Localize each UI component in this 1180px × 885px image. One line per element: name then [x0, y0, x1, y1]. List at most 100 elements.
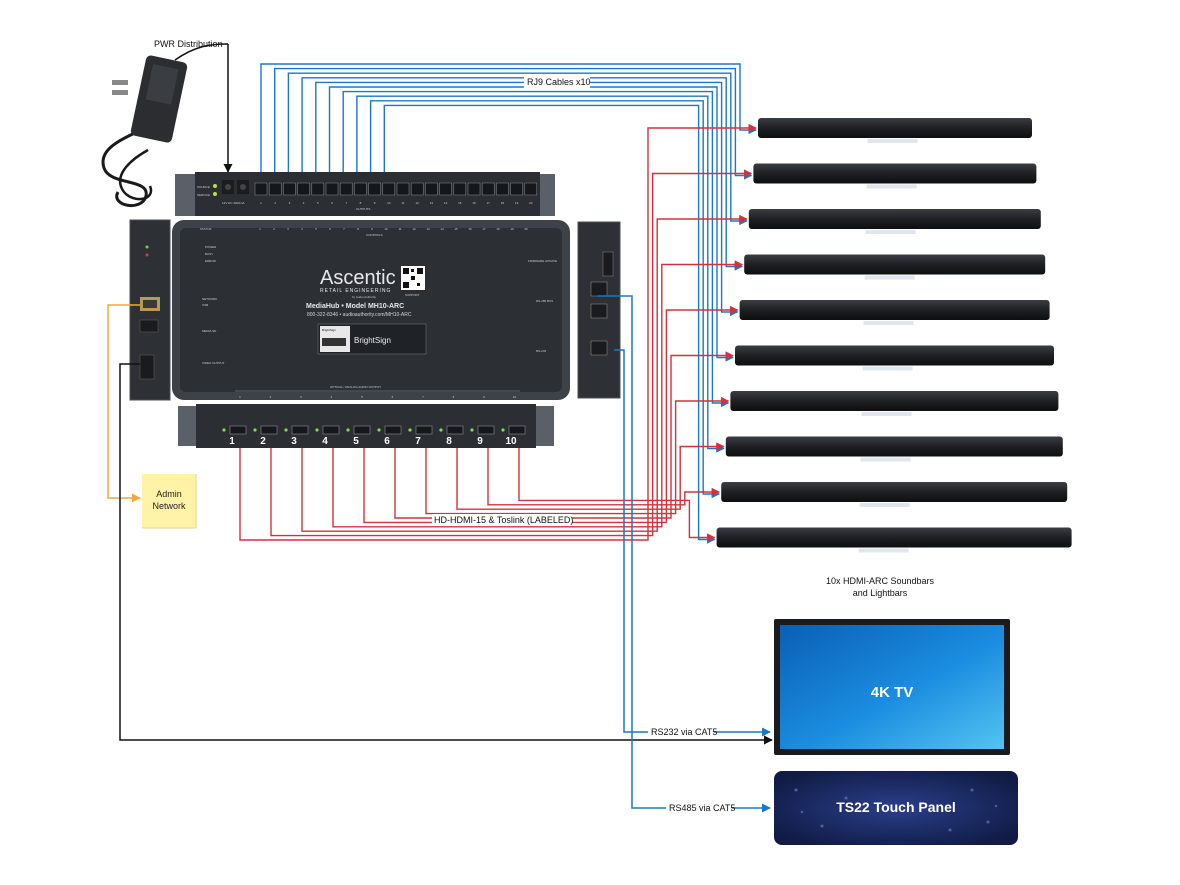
rj9-cable [383, 104, 716, 544]
hdmi-led [222, 428, 226, 432]
rj-port [368, 182, 381, 196]
brand-by-text: by Audio Authority [352, 295, 377, 299]
rj-port-number: 13 [430, 201, 434, 205]
audio-output-number: 1 [239, 395, 241, 399]
controls-number: 3 [287, 227, 289, 231]
soundbar [753, 163, 1037, 189]
controls-number: 11 [398, 227, 401, 231]
soundbar-body [730, 391, 1059, 411]
hdmi-cable [425, 396, 730, 515]
rj9-cable [301, 77, 744, 271]
audio-output-number: 3 [300, 395, 302, 399]
rs485-label-box: RS485 via CAT5 [666, 802, 735, 814]
soundbar-body [744, 254, 1046, 275]
rj-port-number: 11 [401, 201, 404, 205]
rj-port [268, 182, 282, 196]
rj9-label-box: RJ9 Cables x10 [524, 76, 591, 88]
ts22-touch-panel: TS22 Touch Panel [774, 771, 1018, 845]
lightbar [859, 503, 910, 507]
rj-port-number: 20 [529, 201, 533, 205]
hdmi-port-number: 4 [322, 436, 328, 447]
soundbar [739, 300, 1050, 325]
soundbar [725, 436, 1063, 462]
rj9-cable [315, 81, 739, 317]
contact-text: 800-322-8346 • audioauthority.com/MH10-A… [307, 312, 412, 318]
rj9-cables-label: RJ9 Cables x10 [527, 77, 591, 87]
rj-port [382, 182, 396, 196]
hdmi-port [322, 425, 340, 435]
retail-engineering-text: RETAIL ENGINEERING [320, 288, 391, 294]
rj-port-number: 7 [345, 201, 347, 205]
control-side-unit [577, 221, 621, 399]
rj9-cable [260, 63, 757, 174]
controls-number: 17 [482, 227, 486, 231]
hdmi-cable [301, 214, 748, 532]
rj-port [496, 182, 509, 196]
audio-output-number: 10 [513, 395, 517, 399]
rj-port [311, 182, 325, 196]
rj-port-number: 18 [501, 201, 505, 205]
rj9-cable [328, 86, 734, 362]
hdmi-led [470, 428, 474, 432]
soundbar [716, 527, 1072, 553]
admin-note-line1: Admin [156, 489, 182, 499]
lightbar [862, 366, 913, 371]
soundbar [758, 118, 1032, 143]
rj-port-number: 3 [289, 201, 291, 205]
rj9-cable [274, 67, 753, 180]
soundbar [730, 391, 1059, 416]
ascentic-logo: Ascentic [320, 267, 396, 289]
audio-output-number: 2 [270, 395, 272, 399]
soundbars-label-line2: and Lightbars [853, 588, 908, 598]
soundbar-body [753, 163, 1037, 184]
soundbar [735, 345, 1054, 371]
admin-network-link [107, 304, 141, 503]
controls-label: CONTROLS [366, 233, 383, 237]
hdmi-cable [394, 351, 734, 519]
rs232-label-box: RS232 via CAT5 [648, 726, 717, 738]
brightsign-sticker-text: BrightSign [322, 328, 336, 332]
hdmi-led [408, 428, 412, 432]
rj9-cable [287, 72, 748, 226]
controls-number: 14 [440, 227, 444, 231]
power-indicator-label: POWER [205, 245, 217, 249]
lightbar [867, 139, 918, 143]
video-output-label: VIDEO OUTPUT [202, 361, 225, 365]
rj-port-number: 17 [487, 201, 491, 205]
hdmi-label-box: HD-HDMI-15 & Toslink (LABELED) [432, 514, 573, 526]
rj-port [439, 182, 452, 196]
hdmi-port-number: 7 [415, 436, 421, 447]
service-led-label: SERVICE [197, 193, 210, 197]
support-text: SUPPORT [405, 293, 420, 297]
controls-number: 18 [496, 227, 500, 231]
audio-output-number: 6 [392, 395, 394, 399]
hdmi-toslink-label: HD-HDMI-15 & Toslink (LABELED) [434, 515, 573, 525]
rs232-label: RS232 via CAT5 [651, 727, 717, 737]
tv-4k: 4K TV [774, 619, 1010, 755]
lightbar [865, 230, 916, 234]
power-input-label: 12V DC 4000mA [222, 201, 245, 205]
hdmi-port [291, 425, 309, 435]
soundbar-body [725, 436, 1063, 457]
audio-output-number: 9 [483, 395, 485, 399]
rj-port [510, 182, 523, 196]
hdmi-cable [363, 305, 739, 524]
rj-port-number: 14 [444, 201, 448, 205]
hdmi-port-number: 2 [260, 436, 266, 447]
hdmi-cable [239, 123, 757, 541]
hdmi-led [284, 428, 288, 432]
hdmi-port [508, 425, 526, 435]
hdmi-port [353, 425, 371, 435]
controls-number: 1 [259, 227, 261, 231]
rj-port-number: 12 [416, 201, 420, 205]
media-sd-label: MEDIA SD [202, 329, 217, 333]
controls-number: 6 [329, 227, 331, 231]
touch-panel-label: TS22 Touch Panel [836, 799, 956, 815]
rj-port [254, 182, 268, 196]
audio-output-number: 4 [331, 395, 333, 399]
controls-number: 19 [510, 227, 514, 231]
soundbar-body [735, 345, 1054, 366]
admin-note-line2: Network [152, 501, 186, 511]
